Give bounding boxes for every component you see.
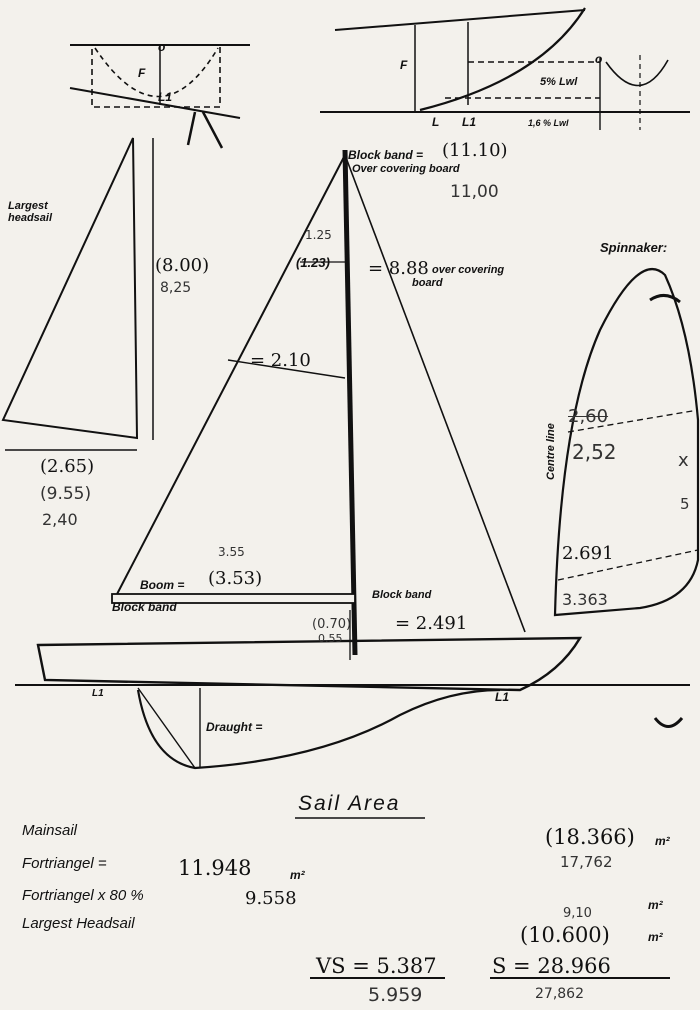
top-width-value: (1.23) — [296, 255, 330, 270]
row-mainsail-unit: m² — [655, 834, 670, 848]
tr-pct5-label: 5% Lwl — [540, 76, 578, 88]
row-fort80-value: 9.558 — [245, 888, 297, 909]
tl-f-label: F — [138, 66, 146, 80]
spinnaker-title: Spinnaker: — [600, 240, 668, 255]
tl-waterline — [69, 87, 241, 119]
spinnaker-mid-value: 2.691 — [562, 543, 614, 564]
headsail-base1: (2.65) — [40, 456, 95, 477]
luff-note: over covering — [432, 264, 505, 276]
headsail-outline — [1, 137, 139, 440]
foot-value: = 2.491 — [395, 613, 468, 634]
mainsail-width-dim — [227, 359, 346, 379]
tr-lwl-label: 1,6 % Lwl — [528, 118, 569, 128]
tr-o-label: o — [595, 52, 603, 66]
headsail-title: Largest headsail — [8, 200, 53, 224]
block-band-right: Block band — [372, 589, 432, 601]
row-headsail-value: (10.600) — [520, 923, 610, 947]
spinnaker-side-mark2: 5 — [680, 495, 690, 513]
tl-arc — [94, 47, 219, 98]
headsail-height-hw: 8,25 — [160, 280, 192, 296]
row-mainsail-label: Mainsail — [22, 822, 78, 839]
mast-base-value: (0.70) — [312, 617, 352, 632]
mast — [342, 149, 358, 656]
corner-mark — [653, 717, 684, 728]
tr-sheer-line — [334, 9, 586, 31]
luff-value: = 8.88 — [368, 258, 429, 279]
row-fortriangel-label: Fortriangel = — [22, 855, 107, 872]
hull-body — [36, 636, 583, 692]
row-fort80-label: Fortriangel x 80 % — [22, 887, 144, 904]
tl-keel-stub — [186, 111, 224, 149]
spinnaker-lower-line — [557, 549, 699, 581]
row-headsail-label: Largest Headsail — [22, 915, 135, 932]
hull-l1-left: L1 — [92, 688, 104, 699]
headsail-base2: (9.55) — [40, 484, 92, 504]
tr-l1-label: L1 — [462, 115, 477, 129]
vs-value: VS = 5.387 — [316, 954, 437, 978]
spinnaker-upper-line — [567, 409, 699, 433]
mainsail-width-value: = 2.10 — [250, 350, 311, 371]
spinnaker-side-mark: x — [678, 450, 689, 471]
vs-hw: 5.959 — [368, 984, 423, 1006]
boom — [111, 593, 356, 604]
block-band-top-label: Block band = — [348, 148, 424, 162]
tl-l1-label: L1 — [158, 90, 173, 104]
over-covering-board: Over covering board — [352, 163, 460, 175]
luff-note2: board — [412, 277, 443, 289]
keel-diagonal — [137, 687, 196, 769]
mainsail-luff — [114, 154, 346, 599]
boom-hw: 3.55 — [218, 545, 245, 559]
forestay — [344, 154, 526, 633]
row-fortriangel-unit: m² — [290, 868, 305, 882]
block-band-left: Block band — [112, 600, 177, 614]
s-value: S = 28.966 — [492, 954, 611, 978]
tr-right-arc — [605, 59, 669, 87]
boom-label: Boom = — [140, 578, 185, 592]
row-mainsail-value: (18.366) — [545, 825, 635, 849]
tl-dashed-box — [91, 44, 221, 108]
block-band-top-value: (11.10) — [442, 140, 508, 161]
spinnaker-upper-scribble: 2,60 — [568, 406, 609, 427]
tr-f-label: F — [400, 58, 408, 72]
boom-value: (3.53) — [208, 568, 263, 589]
headsail-height: (8.00) — [155, 255, 210, 276]
row-fortriangel-value: 11.948 — [178, 856, 252, 880]
mast-base-hw: 0.55 — [318, 632, 343, 645]
spinnaker-head — [649, 294, 681, 304]
sail-area-heading: Sail Area — [298, 792, 401, 815]
spinnaker-outline — [553, 268, 700, 617]
keel — [136, 688, 501, 770]
row-headsail-hw: 9,10 — [563, 906, 592, 921]
top-small-value: 1.25 — [305, 228, 332, 242]
row-mainsail-hw: 17,762 — [560, 853, 613, 871]
block-band-top-hw: 11,00 — [450, 182, 499, 202]
draught-label: Draught = — [206, 720, 263, 734]
row-fort80-unit: m² — [648, 898, 663, 912]
tr-l-label: L — [432, 115, 440, 129]
s-hw: 27,862 — [535, 986, 584, 1002]
spinnaker-lower-hw: 3.363 — [562, 590, 608, 609]
hull-l1-right: L1 — [495, 690, 510, 704]
headsail-base-hw: 2,40 — [42, 510, 78, 529]
row-headsail-unit: m² — [648, 930, 663, 944]
spinnaker-upper-hw: 2,52 — [572, 440, 617, 464]
tr-bow-curve — [419, 7, 586, 112]
centre-line-label: Centre line — [545, 423, 557, 480]
tl-o-label: o — [158, 40, 166, 54]
